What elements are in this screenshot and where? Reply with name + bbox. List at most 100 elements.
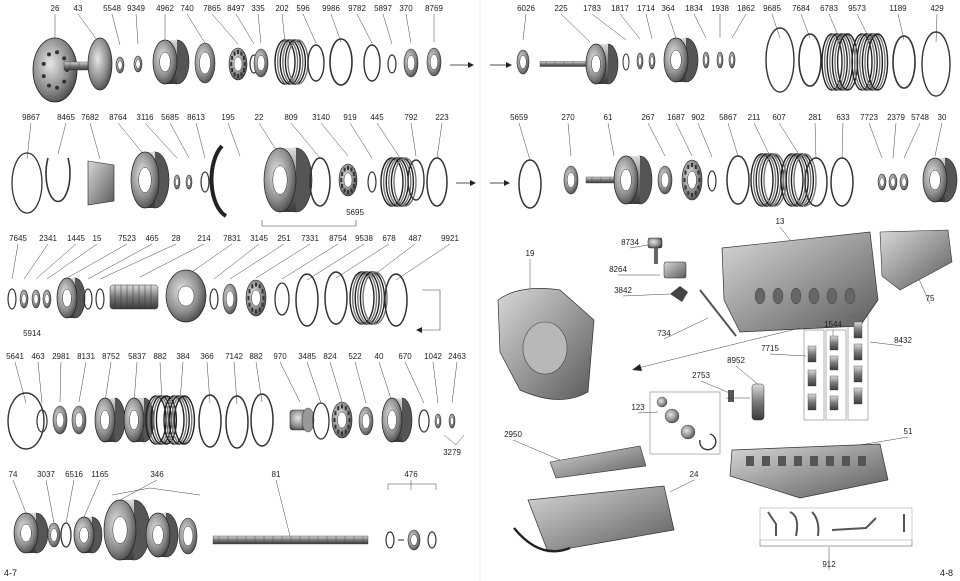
part-7831	[165, 269, 207, 323]
part-label-211: 211	[747, 113, 761, 122]
part-label-5867: 5867	[719, 113, 737, 122]
part-8952-valve	[751, 383, 765, 421]
part-label-281: 281	[808, 113, 822, 122]
part-label-9349: 9349	[127, 4, 145, 13]
part-label-9538: 9538	[355, 234, 373, 243]
part-1189	[892, 35, 916, 89]
part-label-2950: 2950	[504, 430, 522, 439]
part-label-740: 740	[180, 4, 194, 13]
part-2753-pin	[728, 390, 734, 402]
part-label-476: 476	[404, 470, 418, 479]
part-label-7684: 7684	[792, 4, 810, 13]
part-75-extension	[879, 229, 953, 291]
part-label-7682: 7682	[81, 113, 99, 122]
part-9986	[329, 38, 353, 86]
part-7684	[798, 33, 822, 87]
part-8754	[274, 282, 290, 316]
part-label-3037: 3037	[37, 470, 55, 479]
part-label-7865: 7865	[203, 4, 221, 13]
part-label-633: 633	[836, 113, 850, 122]
part-1165	[73, 516, 103, 554]
part-label-74: 74	[8, 470, 18, 479]
part-label-9685: 9685	[763, 4, 781, 13]
part-label-2981-2: 2981	[52, 352, 70, 361]
part-label-8952: 8952	[727, 356, 745, 365]
part-15	[42, 289, 52, 309]
part-7645	[7, 288, 17, 310]
part-label-61: 61	[603, 113, 613, 122]
part-label-3145: 3145	[250, 234, 268, 243]
part-label-270: 270	[561, 113, 575, 122]
part-label-445: 445	[370, 113, 384, 122]
part-1834	[702, 51, 710, 69]
part-label-8432: 8432	[894, 336, 912, 345]
part-label-824-13: 824	[323, 352, 337, 361]
part-label-24: 24	[689, 470, 699, 479]
page-number-right: 4-8	[940, 568, 954, 578]
part-label-2341: 2341	[39, 234, 57, 243]
part-label-596: 596	[296, 4, 310, 13]
part-label-28: 28	[171, 234, 181, 243]
part-2341	[19, 289, 29, 309]
part-label-919: 919	[343, 113, 357, 122]
part-487	[349, 271, 388, 325]
part-346	[103, 499, 198, 561]
part-1817	[636, 52, 644, 70]
part-5659	[518, 159, 542, 209]
part-label-882-6: 882	[153, 352, 167, 361]
part-label-1938: 1938	[711, 4, 729, 13]
part-label-7715: 7715	[761, 344, 779, 353]
part-202	[274, 39, 309, 85]
part-label-1862: 1862	[737, 4, 755, 13]
part-label-912: 912	[822, 560, 836, 569]
part-476	[385, 529, 437, 551]
part-label-792: 792	[404, 113, 418, 122]
part-902	[707, 170, 717, 192]
part-label-75: 75	[925, 294, 935, 303]
continuation-arrow-1	[450, 62, 512, 68]
part-792	[407, 159, 425, 201]
part-2950-filter	[549, 445, 647, 479]
part-label-223: 223	[435, 113, 449, 122]
part-label-7523: 7523	[118, 234, 136, 243]
part-1445	[31, 289, 41, 309]
part-label-8754: 8754	[329, 234, 347, 243]
part-label-1817: 1817	[611, 4, 629, 13]
part-1042-17	[434, 413, 442, 429]
part-label-5685: 5685	[161, 113, 179, 122]
part-6783	[821, 33, 859, 91]
part-3140	[338, 163, 358, 197]
part-label-5695: 5695	[346, 208, 364, 217]
part-label-1714: 1714	[637, 4, 655, 13]
part-9538	[295, 273, 319, 327]
part-label-8752-4: 8752	[102, 352, 120, 361]
part-30	[922, 157, 958, 203]
part-label-8264: 8264	[609, 265, 627, 274]
part-label-5837-5: 5837	[128, 352, 146, 361]
part-label-678: 678	[382, 234, 396, 243]
part-3145	[209, 288, 219, 310]
part-label-522-14: 522	[348, 352, 362, 361]
part-370	[403, 48, 419, 78]
part-522-14	[358, 406, 374, 436]
part-label-13: 13	[775, 217, 785, 226]
part-label-7831: 7831	[223, 234, 241, 243]
part-label-40-15: 40	[374, 352, 384, 361]
part-8764	[130, 151, 170, 209]
part-label-5659: 5659	[510, 113, 528, 122]
part-label-1165: 1165	[91, 470, 109, 479]
part-8752-4	[94, 397, 126, 443]
part-8734-solenoid	[647, 237, 663, 264]
part-label-1783: 1783	[583, 4, 601, 13]
part-label-267: 267	[641, 113, 655, 122]
part-label-225: 225	[554, 4, 568, 13]
part-label-3140: 3140	[312, 113, 330, 122]
part-5748	[899, 173, 909, 191]
part-label-26: 26	[50, 4, 60, 13]
part-882-10	[250, 393, 274, 447]
part-label-2379: 2379	[887, 113, 905, 122]
part-7523	[56, 277, 86, 319]
part-8769	[426, 47, 442, 77]
part-5837-5	[123, 397, 155, 443]
part-9349	[133, 55, 143, 73]
